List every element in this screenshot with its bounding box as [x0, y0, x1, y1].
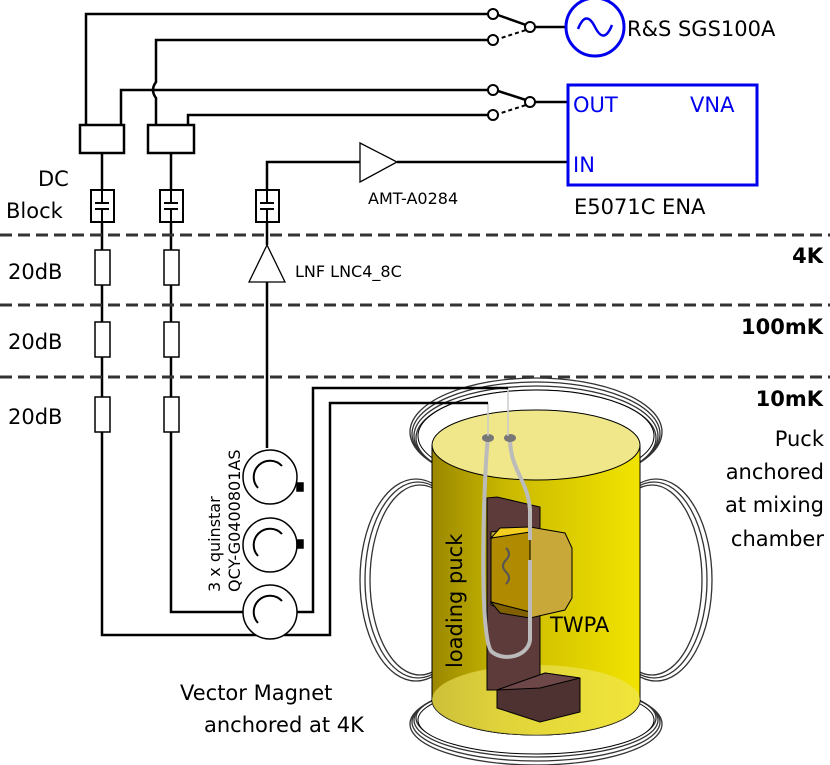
sine-wave-icon — [576, 17, 614, 37]
stage-100mk: 100mK — [741, 315, 824, 339]
room-temp-amplifier — [359, 141, 399, 184]
circulator-label-line2: QCY-G0400801AS — [225, 450, 244, 592]
circulators — [242, 449, 304, 640]
signal-generator — [564, 0, 626, 58]
twpa-chip-icon — [502, 547, 510, 585]
stage-4k: 4K — [792, 244, 824, 268]
circulator-label-line1: 3 x quinstar — [205, 496, 224, 592]
coax-cables — [481, 437, 532, 659]
hemt-amplifier — [247, 243, 287, 283]
rf-switches[interactable] — [487, 8, 536, 121]
stage-10mk: 10mK — [756, 387, 824, 411]
combiner-1 — [78, 123, 126, 155]
magnet-label-1: Vector Magnet — [180, 681, 332, 705]
twpa-label: TWPA — [549, 613, 610, 637]
vna-title: VNA — [690, 93, 735, 117]
dc-block-label-line1: DC — [38, 167, 69, 191]
vna-out-port: OUT — [573, 93, 618, 117]
loading-puck-label: loading puck — [443, 533, 467, 668]
attenuation-100mk: 20dB — [8, 330, 62, 354]
source-label: R&S SGS100A — [627, 17, 776, 41]
attenuators — [94, 249, 180, 433]
attenuation-10mk: 20dB — [8, 405, 62, 429]
dc-blocks — [90, 189, 280, 223]
puck-label-2: anchored — [726, 460, 824, 484]
puck-label-4: chamber — [731, 527, 824, 551]
vna-model: E5071C ENA — [574, 195, 706, 219]
dc-block-label-line2: Block — [6, 199, 64, 223]
combiner-2 — [146, 123, 196, 155]
puck-label-3: at mixing — [725, 493, 824, 517]
puck-label-1: Puck — [775, 427, 825, 451]
hemt-amp-label: LNF LNC4_8C — [295, 262, 402, 282]
vna-box — [566, 83, 759, 187]
vna-in-port: IN — [573, 153, 595, 177]
magnet-label-2: anchored at 4K — [204, 713, 365, 737]
room-amp-label: AMT-A0284 — [368, 189, 458, 208]
attenuation-4k: 20dB — [8, 260, 62, 284]
temperature-stage-dividers — [0, 233, 830, 379]
